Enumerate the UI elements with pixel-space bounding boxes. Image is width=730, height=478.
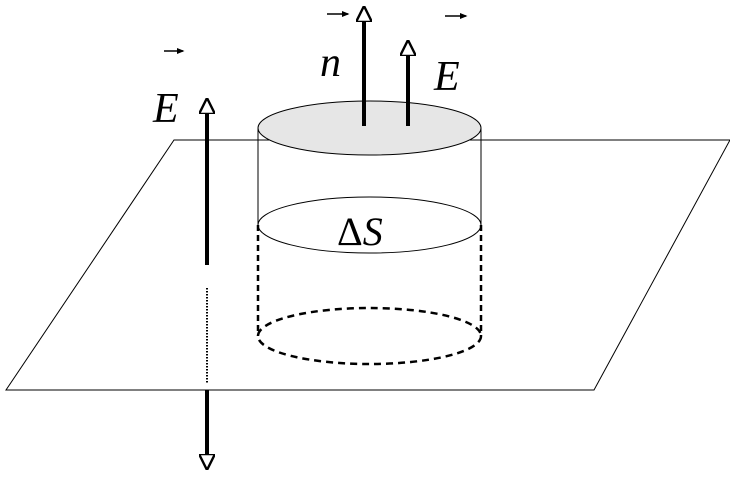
label-delta-s: ΔS: [337, 209, 383, 254]
label-e-right: E: [433, 54, 460, 100]
label-s: S: [363, 209, 383, 254]
cylinder-bottom-face: [256, 306, 483, 366]
charged-plane: [5, 139, 730, 391]
cylinder-lower-part: [256, 225, 483, 366]
cross-section-delta-s: [257, 196, 482, 254]
label-n: n: [320, 40, 341, 86]
cylinder-upper-part: [257, 100, 482, 254]
label-delta: Δ: [337, 209, 363, 254]
cylinder-top-face: [257, 100, 482, 156]
label-e-left: E: [152, 86, 179, 132]
